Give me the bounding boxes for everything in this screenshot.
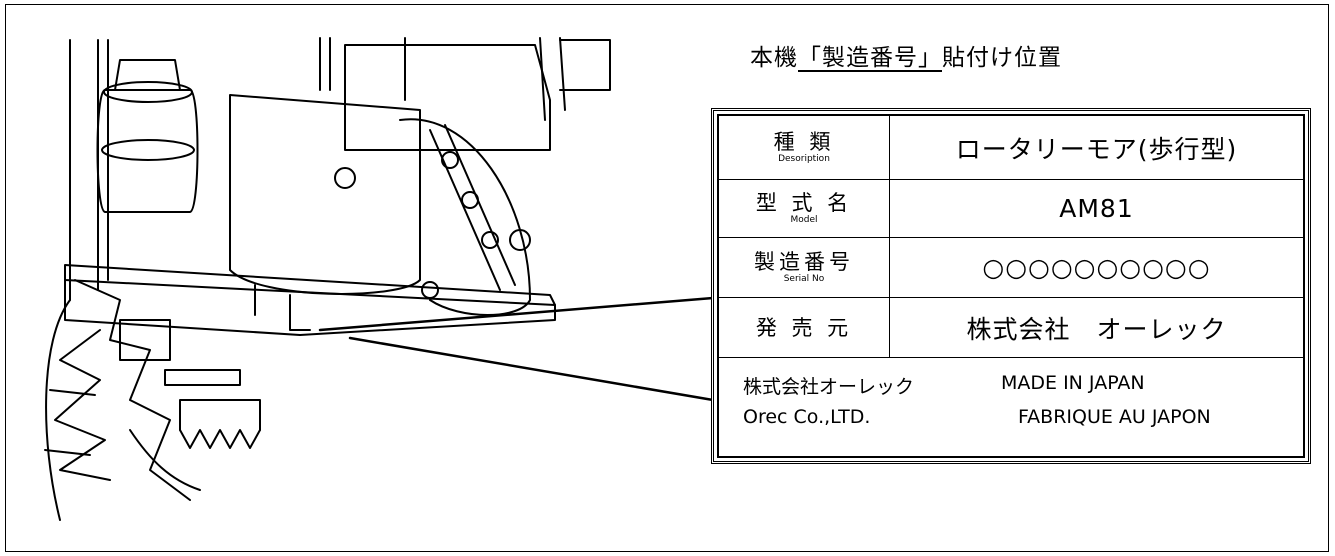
chassis-bar [64,264,556,386]
footer-company-en: Orec Co.,LTD. [743,406,871,428]
caption: 本機「製造番号」貼付け位置 [750,38,1062,72]
pointer-lines [318,296,715,402]
row-description: 種 類 Desoription ロータリーモア(歩行型) [719,116,1303,180]
serrated-blade [179,399,261,449]
footer-line-2: Orec Co.,LTD. FABRIQUE AU JAPON [743,406,1293,434]
caption-suffix: 貼付け位置 [942,45,1062,71]
serial-nameplate: 種 類 Desoription ロータリーモア(歩行型) 型 式 名 Model… [711,108,1311,464]
row-value: ○○○○○○○○○○ [982,253,1211,282]
footer-fabrique: FABRIQUE AU JAPON [1018,406,1211,428]
row-distributor: 発 売 元 株式会社 オーレック [719,298,1303,358]
label-jp: 型 式 名 [755,190,853,215]
row-serial: 製造番号 Serial No ○○○○○○○○○○ [719,238,1303,298]
label-jp: 発 売 元 [755,315,853,340]
row-label: 発 売 元 [719,298,890,357]
label-en: Desoription [778,153,830,164]
label-en: Model [790,214,818,225]
air-filter [96,59,199,213]
row-model: 型 式 名 Model AM81 [719,180,1303,238]
label-en: Serial No [783,273,825,284]
caption-highlight: 「製造番号」 [798,45,942,71]
row-label: 種 類 Desoription [719,116,890,179]
row-value: AM81 [1059,194,1134,223]
footer-company-jp: 株式会社オーレック [743,376,915,398]
footer-made-in: MADE IN JAPAN [1001,372,1145,394]
row-value: 株式会社 オーレック [966,314,1227,344]
nameplate-inner: 種 類 Desoription ロータリーモア(歩行型) 型 式 名 Model… [717,114,1305,458]
engine-body [229,39,611,316]
row-value: ロータリーモア(歩行型) [955,134,1238,164]
label-jp: 種 類 [773,129,835,154]
footer-line-1: 株式会社オーレック MADE IN JAPAN [743,372,1293,400]
tine-wheel [44,279,201,521]
label-jp: 製造番号 [754,249,854,274]
row-label: 型 式 名 Model [719,180,890,237]
caption-prefix: 本機 [750,45,798,71]
figure-frame [5,4,1329,552]
row-label: 製造番号 Serial No [719,238,890,297]
handle-frame [69,37,566,301]
